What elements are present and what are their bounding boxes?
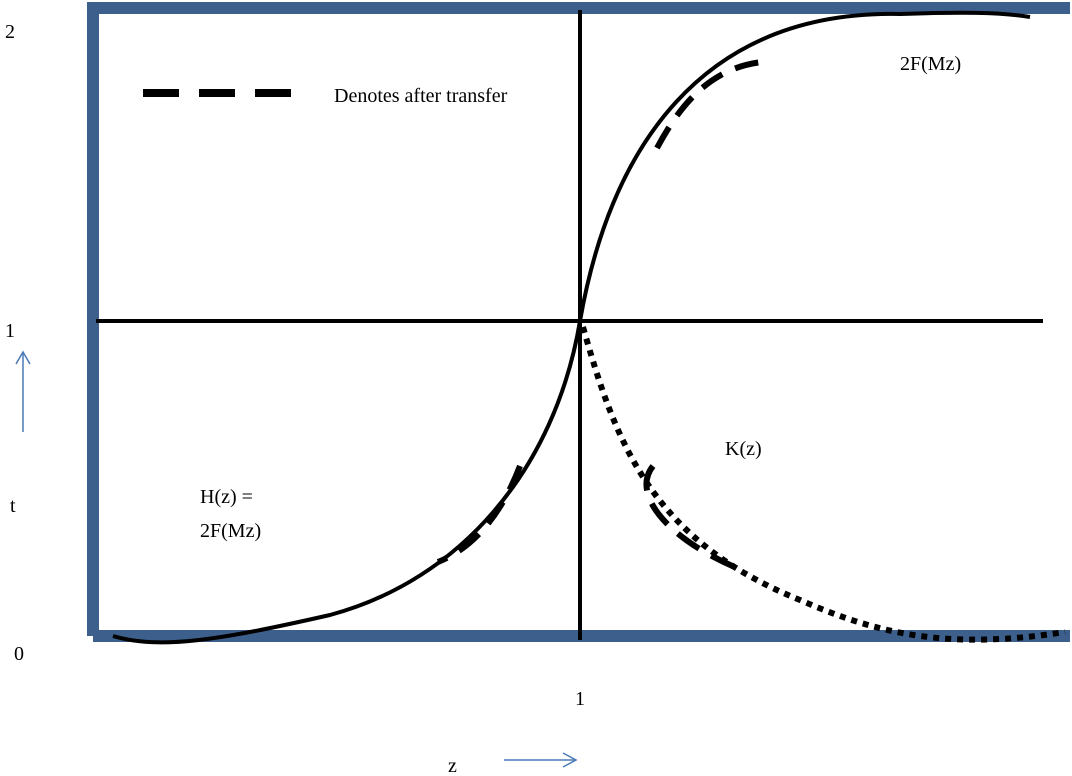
y-tick-mid: 1	[5, 320, 15, 342]
x-axis-label: z	[448, 755, 457, 776]
dashed-segment-lower-right	[643, 464, 739, 571]
dashed-segment-upper	[654, 59, 763, 150]
h-curve-label-line1: H(z) =	[200, 486, 253, 508]
h-curve-label-line2: 2F(Mz)	[200, 520, 261, 542]
k-curve-label: K(z)	[725, 438, 762, 460]
legend-label: Denotes after transfer	[334, 85, 508, 107]
upper-curve-label: 2F(Mz)	[900, 53, 961, 75]
y-arrow-icon	[15, 350, 31, 432]
x-tick-mid: 1	[575, 688, 585, 710]
y-tick-min: 0	[14, 643, 24, 665]
y-axis-label: t	[10, 495, 16, 517]
dashed-segment-lower-left	[436, 464, 523, 565]
y-tick-max: 2	[5, 21, 15, 43]
x-arrow-icon	[504, 752, 578, 768]
dotted-curve	[580, 326, 1066, 643]
solid-curve	[112, 10, 1031, 645]
